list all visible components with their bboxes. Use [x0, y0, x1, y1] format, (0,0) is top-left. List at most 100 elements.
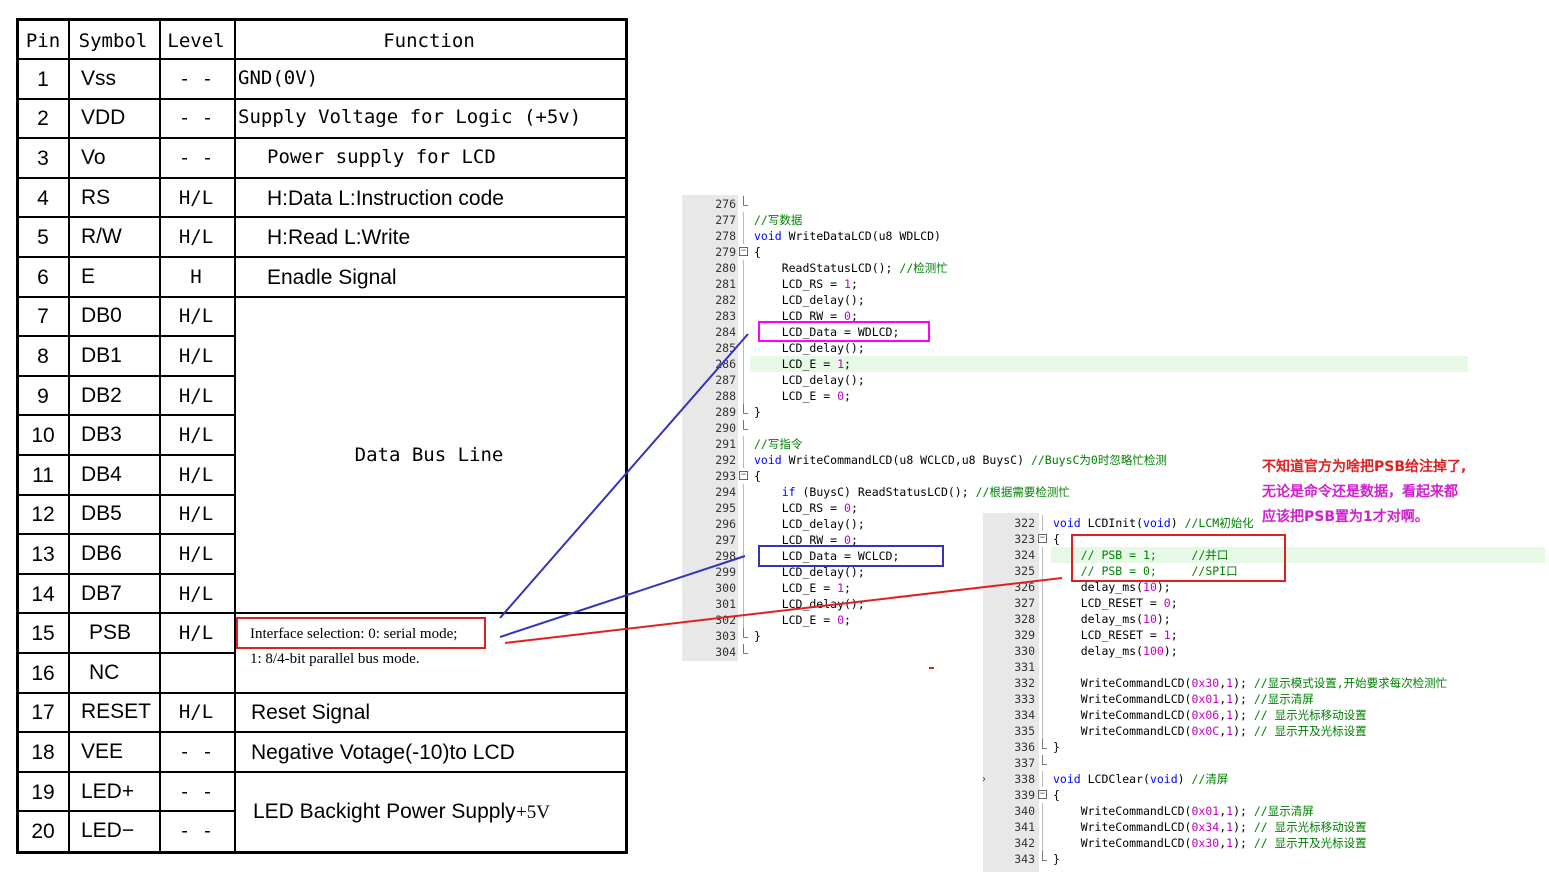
fold-end-icon [1042, 755, 1047, 765]
pin-symbol: DB3 [81, 423, 122, 447]
code-line[interactable]: //写指令 [754, 436, 802, 452]
code-line[interactable]: WriteCommandLCD(0x30,1); // 显示开及光标设置 [1053, 835, 1367, 851]
pin-level: H/L [178, 622, 214, 645]
code-line[interactable]: LCD_delay(); [754, 292, 865, 308]
code-line[interactable]: LCD_delay(); [754, 596, 865, 612]
code-line[interactable]: //写数据 [754, 212, 802, 228]
pin-number: 13 [31, 543, 55, 566]
code-token: 10 [1143, 612, 1157, 626]
code-line[interactable]: LCD_delay(); [754, 372, 865, 388]
table-row-divider [19, 612, 625, 614]
code-token: ; [850, 533, 858, 547]
psb-function-line-2: 1: 8/4-bit parallel bus mode. [250, 651, 420, 668]
code-token: ; [1170, 628, 1178, 642]
minus-box-icon[interactable]: − [739, 246, 748, 256]
magenta-highlight-box [758, 321, 930, 342]
code-line[interactable]: } [754, 628, 761, 644]
pin-function: Supply Voltage for Logic (+5v) [238, 106, 582, 129]
code-line[interactable]: LCD_Data = WCLCD; [754, 548, 900, 564]
code-token: LCD_Data = WDLCD; [754, 325, 900, 339]
code-line[interactable]: if (BuysC) ReadStatusLCD(); //根据需要检测忙 [754, 484, 1070, 500]
code-token: ); [1233, 804, 1254, 818]
note-line-2: 无论是命令还是数据，看起来都 [1262, 484, 1458, 500]
code-line[interactable]: delay_ms(100); [1053, 643, 1178, 659]
minus-box-icon[interactable]: − [1038, 533, 1047, 543]
code-token: //显示模式设置,开始要求每次检测忙 [1253, 676, 1448, 690]
code-line[interactable]: ReadStatusLCD(); //检测忙 [754, 260, 948, 276]
pin-level: - - [178, 147, 214, 169]
code-line[interactable]: LCD_E = 1; [754, 356, 851, 372]
code-line[interactable]: WriteCommandLCD(0x0C,1); // 显示开及光标设置 [1053, 723, 1367, 739]
code-line[interactable]: WriteCommandLCD(0x34,1); // 显示光标移动设置 [1053, 819, 1367, 835]
line-number: 277 [715, 213, 736, 227]
code-line[interactable]: delay_ms(10); [1053, 611, 1171, 627]
code-token: 1 [1226, 708, 1234, 722]
code-token: LCD_E = [754, 613, 838, 627]
code-line[interactable]: WriteCommandLCD(0x30,1); //显示模式设置,开始要求每次… [1053, 675, 1447, 691]
table-row-divider [19, 137, 625, 139]
pin-symbol: RESET [81, 700, 152, 724]
code-line[interactable]: } [1053, 739, 1060, 755]
code-token: delay_ms( [1053, 644, 1144, 658]
table-column-divider [159, 21, 161, 851]
code-line[interactable]: LCD_RW = 0; [754, 308, 858, 324]
code-token: LCD_E = [754, 581, 838, 595]
code-line[interactable]: LCD_RS = 1; [754, 276, 858, 292]
pin-symbol: DB4 [81, 462, 122, 486]
minus-box-icon[interactable]: − [1038, 789, 1047, 799]
code-line[interactable]: LCD_E = 0; [754, 388, 851, 404]
code-line[interactable]: { [1053, 787, 1060, 803]
code-line[interactable]: // PSB = 1; //并口 [1053, 547, 1229, 563]
code-line[interactable]: // PSB = 0; //SPI口 [1053, 563, 1238, 579]
code-line[interactable]: WriteCommandLCD(0x01,1); //显示清屏 [1053, 803, 1314, 819]
code-line[interactable]: LCD_delay(); [754, 564, 865, 580]
code-line[interactable]: { [1053, 531, 1060, 547]
current-line-highlight [750, 356, 1468, 372]
line-number: 291 [715, 437, 736, 451]
code-line[interactable]: LCD_RESET = 0; [1053, 595, 1178, 611]
code-token: 1 [837, 357, 845, 371]
code-token: LCD_delay(); [754, 565, 865, 579]
code-token: 0x01 [1191, 804, 1220, 818]
code-token: void [1053, 772, 1081, 786]
line-number: 292 [715, 453, 736, 467]
fold-guide [1042, 611, 1043, 627]
code-line[interactable]: } [1053, 851, 1060, 867]
fold-guide [1042, 819, 1043, 835]
pin-symbol: VEE [81, 740, 124, 763]
code-line[interactable]: LCD_delay(); [754, 516, 865, 532]
code-token: //根据需要检测忙 [975, 485, 1070, 499]
code-line[interactable]: delay_ms(10); [1053, 579, 1171, 595]
code-token: LCD_delay(); [754, 293, 865, 307]
code-line[interactable]: LCD_E = 0; [754, 612, 851, 628]
current-line-highlight [1051, 547, 1545, 563]
note-line-3: 应该把PSB置为1才对啊。 [1262, 509, 1429, 525]
code-token: LCD_E = [754, 357, 838, 371]
code-line[interactable]: void WriteDataLCD(u8 WDLCD) [754, 228, 941, 244]
fold-end-icon [1042, 851, 1047, 861]
code-line[interactable]: LCD_RESET = 1; [1053, 627, 1178, 643]
table-row-divider [19, 494, 236, 496]
code-line[interactable]: LCD_RW = 0; [754, 532, 858, 548]
code-line[interactable]: } [754, 404, 761, 420]
code-line[interactable]: LCD_E = 1; [754, 580, 851, 596]
code-line[interactable]: LCD_delay(); [754, 340, 865, 356]
code-line[interactable]: WriteCommandLCD(0x01,1); //显示清屏 [1053, 691, 1314, 707]
code-line[interactable]: WriteCommandLCD(0x06,1); // 显示光标移动设置 [1053, 707, 1367, 723]
code-line[interactable]: void LCDInit(void) //LCM初始化 [1053, 515, 1254, 531]
code-token: 0 [844, 309, 851, 323]
code-line[interactable]: void LCDClear(void) //清屏 [1053, 771, 1228, 787]
minus-box-icon[interactable]: − [739, 470, 748, 480]
line-number: 328 [1014, 612, 1035, 626]
fold-guide [743, 228, 744, 244]
code-token: LCD_Data = WCLCD; [754, 549, 900, 563]
code-token: ; [844, 389, 851, 403]
pin-number: 8 [37, 345, 49, 368]
code-line[interactable]: { [754, 244, 761, 260]
code-line[interactable]: LCD_Data = WDLCD; [754, 324, 900, 340]
code-line[interactable]: void WriteCommandLCD(u8 WCLCD,u8 BuysC) … [754, 452, 1167, 468]
code-line[interactable]: LCD_RS = 0; [754, 500, 858, 516]
pin-number: 7 [37, 305, 49, 329]
line-number: 301 [715, 597, 736, 611]
code-line[interactable]: { [754, 468, 761, 484]
